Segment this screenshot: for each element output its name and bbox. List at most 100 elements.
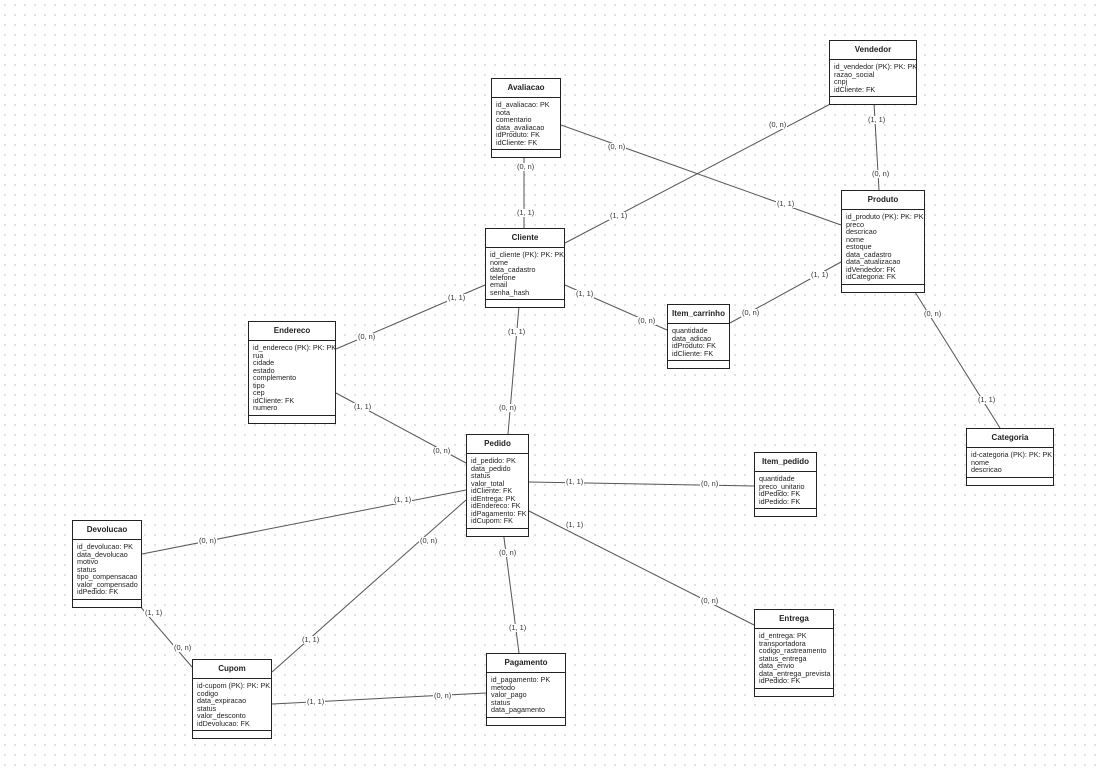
attribute: idPedido: FK [759,489,801,498]
attribute: cnpj [834,77,848,86]
attribute: razao_social [834,69,875,79]
attribute: valor_total [471,478,505,488]
attribute: status [77,564,97,574]
attribute: estoque [846,242,872,251]
cardinality-pedido-pedido-pagamento: (0, n) [498,548,518,557]
attribute: data_cadastro [846,249,892,259]
relationship-line-pedido-cupom[interactable] [271,499,467,673]
attribute: data_cadastro [490,265,536,274]
cardinality-vendedor-vendedor-produto: (1, 1) [867,115,887,124]
attribute: data_devolucao [77,549,128,559]
cardinality-cliente-cliente-endereco: (1, 1) [447,293,467,302]
relationship-line-cupom-pagamento[interactable] [271,692,487,705]
cardinality-pedido-pedido-entrega: (1, 1) [565,520,585,529]
attribute: idProduto: FK [672,341,716,350]
attribute: descricao [846,227,877,236]
entity-methods-section [73,600,141,607]
cardinality-pedido-pedido-devolucao: (1, 1) [393,495,413,504]
entity-methods-section [492,150,560,157]
entity-name: Item_carrinho [668,305,729,324]
cardinality-vendedor-vendedor-cliente: (0, n) [768,120,788,129]
relationship-line-pedido-entrega[interactable] [528,510,755,626]
cardinality-produto-vendedor-produto: (0, n) [871,169,891,178]
attribute: id_avaliacao: PK [496,100,550,109]
attribute: idDevolucao: FK [197,718,250,728]
cardinality-item_carrinho-produto-item_carrinho: (0, n) [741,308,761,317]
attribute: comentario [496,115,532,124]
attribute: transportadora [759,638,806,648]
relationship-line-pedido-devolucao[interactable] [141,489,467,555]
cardinality-categoria-produto-categoria: (1, 1) [977,395,997,404]
relationship-line-vendedor-cliente[interactable] [564,99,839,244]
attribute: cep [253,388,265,397]
entity-methods-section [486,300,564,307]
cardinality-item_carrinho-cliente-item_carrinho: (0, n) [637,316,657,325]
cardinality-produto-avaliacao-produto: (1, 1) [776,199,796,208]
cardinality-pedido-endereco-pedido: (0, n) [432,446,452,455]
cardinality-avaliacao-avaliacao-produto: (0, n) [607,142,627,151]
attribute: data_expiracao [197,696,247,705]
entity-methods-section [830,97,916,104]
attribute: id_entrega: PK [759,631,807,640]
cardinality-produto-produto-item_carrinho: (1, 1) [810,270,830,279]
attribute: idPedido: FK [759,676,801,685]
relationship-line-produto-categoria[interactable] [909,283,1001,429]
attribute: tipo [253,380,265,390]
cardinality-cliente-vendedor-cliente: (1, 1) [609,211,629,220]
attribute: motivo [77,557,99,566]
cardinality-pedido-cliente-pedido: (0, n) [498,403,518,412]
attribute: id_devolucao: PK [77,542,133,551]
attribute: data_pedido [471,463,511,473]
attribute: rua [253,350,264,360]
attribute: idPedido: FK [759,496,801,506]
attribute: idCliente: FK [672,348,714,358]
entity-name: Item_pedido [755,453,816,472]
attribute: nota [496,107,510,117]
relationship-line-devolucao-cupom[interactable] [132,597,193,668]
relationship-line-pedido-item_pedido[interactable] [528,481,755,487]
attribute: id_cliente (PK): PK: PK [490,250,564,259]
cardinality-pagamento-cupom-pagamento: (0, n) [433,691,453,700]
attribute: valor_desconto [197,711,246,720]
cardinality-item_pedido-pedido-item_pedido: (0, n) [700,479,720,488]
entity-methods-section [755,509,816,516]
cardinality-pedido-pedido-cupom: (0, n) [419,536,439,545]
relationship-line-avaliacao-produto[interactable] [560,124,842,226]
attribute: preco_unitario [759,481,805,491]
attribute: data_entrega_prevista [759,668,831,678]
relationship-line-cliente-pedido[interactable] [507,305,520,435]
entity-methods-section [249,416,335,423]
cardinality-cliente-cliente-pedido: (1, 1) [507,327,527,336]
entity-name: Endereco [249,322,335,341]
entity-name: Cliente [486,229,564,248]
attribute: idCliente: FK [834,84,876,94]
cardinality-cupom-pedido-cupom: (1, 1) [301,635,321,644]
attribute: descricao [971,465,1002,474]
attribute: metodo [491,682,515,692]
attribute: id_endereco (PK): PK: PK [253,343,335,352]
attribute: complemento [253,373,297,382]
entity-methods-section [668,361,729,368]
attribute: nome [971,457,989,467]
entity-name: Entrega [755,610,833,629]
